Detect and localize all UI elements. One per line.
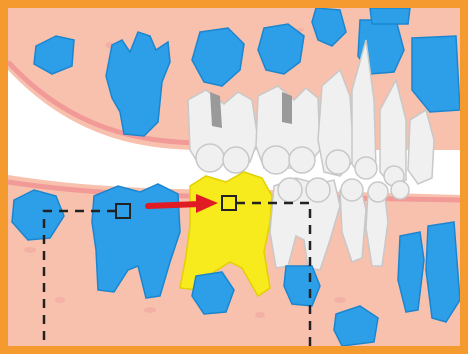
dental-scene: [8, 8, 460, 346]
lower-tooth-blue-right-2[interactable]: [426, 222, 460, 322]
upper-tooth-blue-8[interactable]: [370, 8, 410, 24]
